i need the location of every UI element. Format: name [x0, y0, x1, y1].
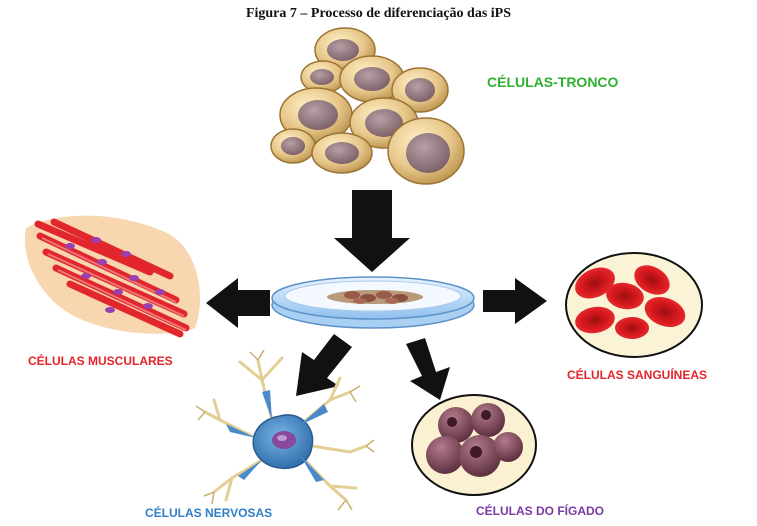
arrow-right-to-blood [483, 278, 547, 324]
muscle-cells-illustration [24, 215, 200, 338]
stem-cells-label: CÉLULAS-TRONCO [487, 74, 619, 90]
blood-cells-illustration [565, 252, 703, 358]
figure-title: Figura 7 – Processo de diferenciação das… [245, 6, 512, 21]
arrow-down-left-to-nerve [296, 334, 352, 396]
stem-cells-illustration [270, 27, 465, 185]
blood-cells-label: CÉLULAS SANGUÍNEAS [567, 368, 708, 382]
nerve-cell-illustration [195, 349, 375, 511]
arrow-left-to-muscle [206, 278, 270, 328]
arrow-down-right-to-liver [406, 338, 450, 400]
liver-cells-illustration [411, 394, 537, 496]
muscle-cells-label: CÉLULAS MUSCULARES [28, 354, 173, 368]
petri-dish-illustration [271, 276, 475, 329]
liver-cells-label: CÉLULAS DO FÍGADO [476, 504, 604, 518]
nerve-cells-label: CÉLULAS NERVOSAS [145, 506, 273, 520]
arrow-down-to-dish [334, 190, 410, 272]
